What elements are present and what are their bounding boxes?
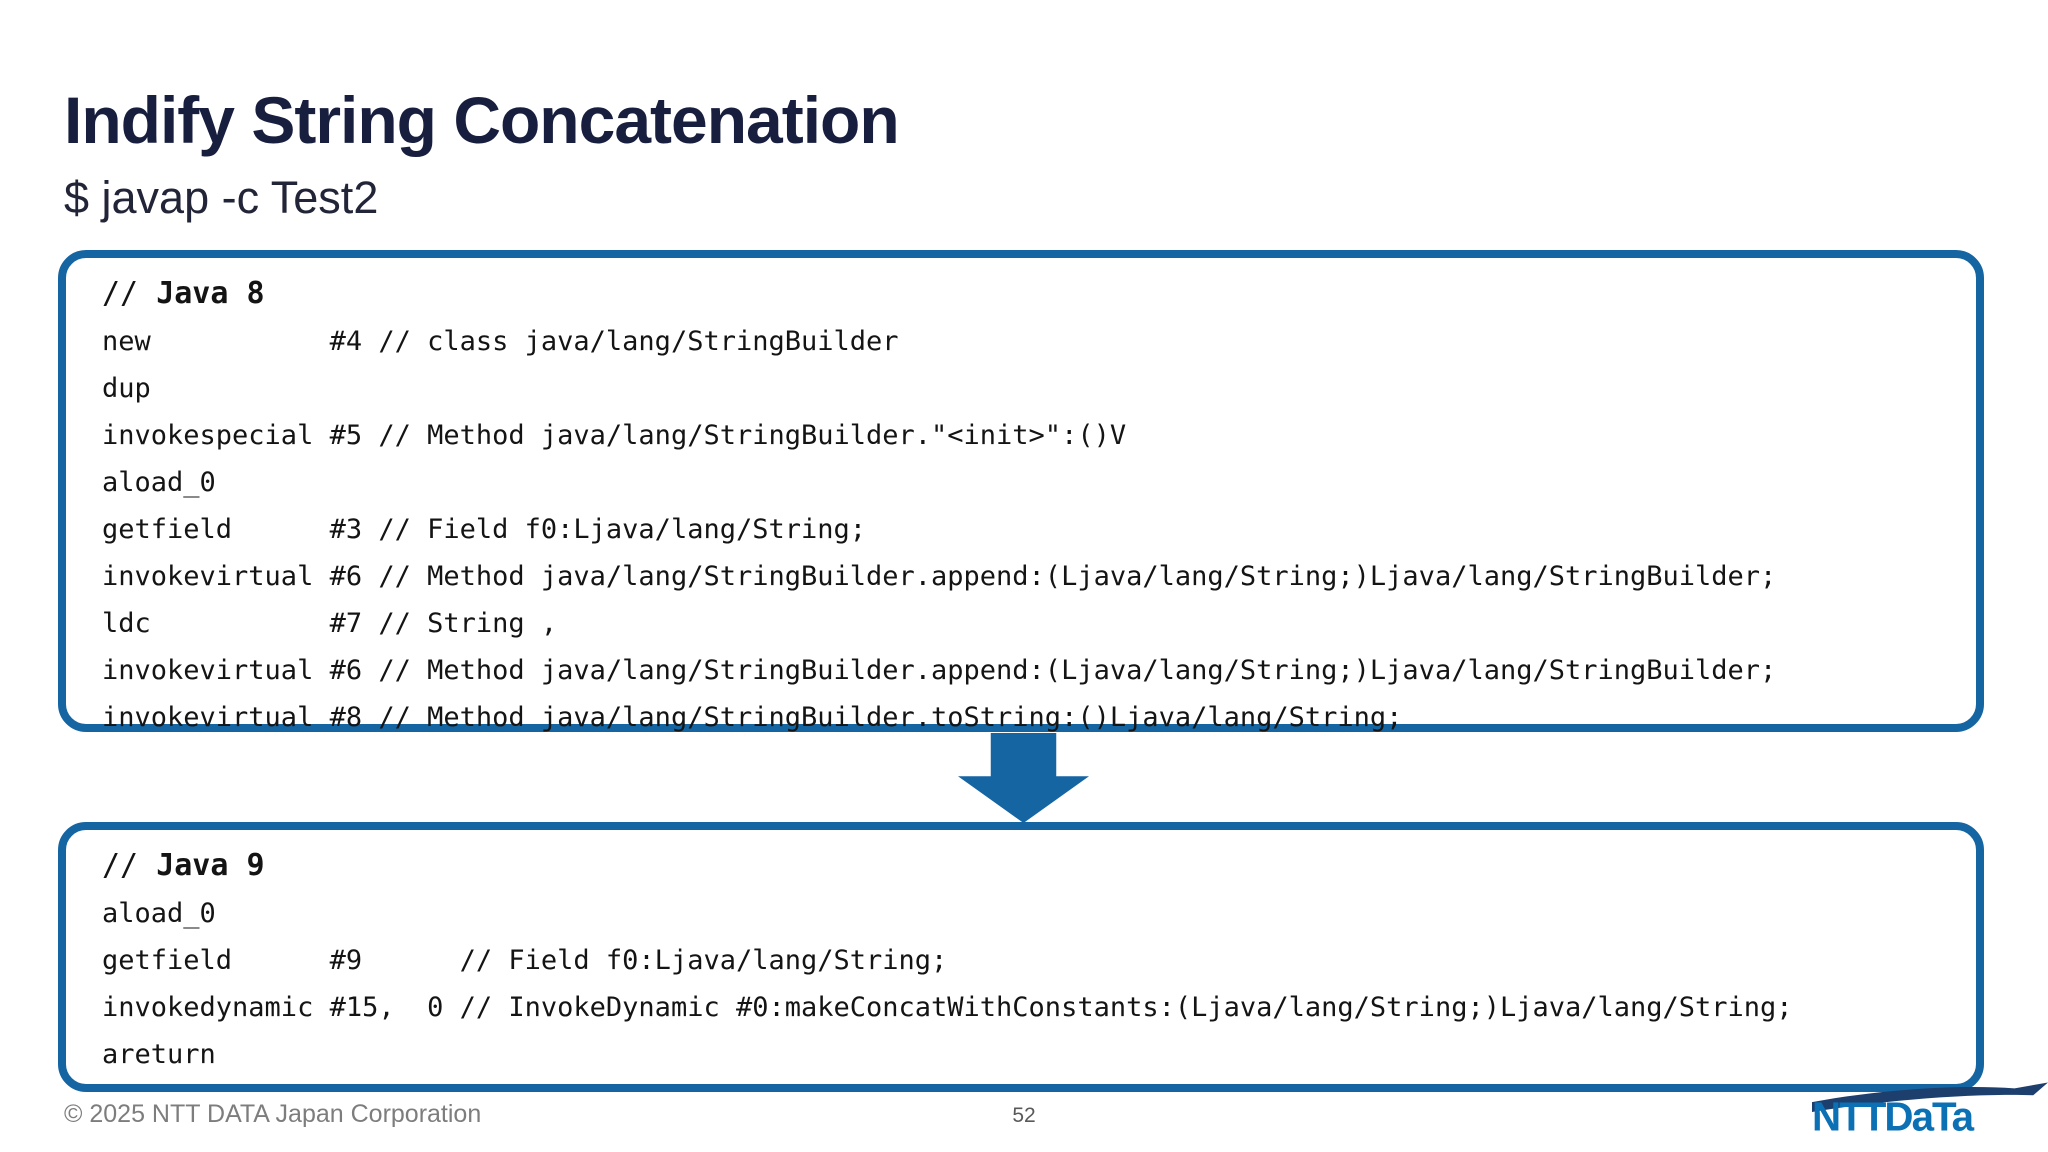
logo-wordmark: NTTDaTa: [1812, 1095, 1975, 1140]
java8-header: // Java 8: [102, 270, 1976, 318]
bytecode-line-invokevirtual-tostring: invokevirtual #8 // Method java/lang/Str…: [102, 702, 1403, 733]
bytecode-line-aload: aload_0: [102, 467, 216, 498]
bytecode-line-invokevirtual-append-2: invokevirtual #6 // Method java/lang/Str…: [102, 655, 1777, 686]
ntt-data-logo: NTTDaTa: [1812, 1082, 2048, 1140]
bytecode-line-ldc: ldc #7 // String ,: [102, 608, 558, 639]
bytecode-line-invokespecial: invokespecial #5 // Method java/lang/Str…: [102, 420, 1127, 451]
page-title: Indify String Concatenation: [64, 83, 900, 158]
down-arrow-icon: [958, 733, 1089, 823]
java9-header: // Java 9: [102, 842, 1976, 890]
bytecode-line-new: new #4 // class java/lang/StringBuilder: [102, 326, 899, 357]
comment-slashes: //: [102, 276, 157, 311]
java9-code-panel: // Java 9 aload_0 getfield #9 // Field f…: [58, 822, 1984, 1092]
java8-version-label: Java 8: [156, 276, 265, 311]
bytecode-line-dup: dup: [102, 373, 151, 404]
copyright-text: © 2025 NTT DATA Japan Corporation: [64, 1100, 482, 1128]
bytecode-line-getfield: getfield #3 // Field f0:Ljava/lang/Strin…: [102, 514, 867, 545]
java9-version-label: Java 9: [156, 848, 265, 883]
comment-slashes: //: [102, 848, 157, 883]
logo-swoosh-icon: [1812, 1082, 2048, 1112]
page-number: 52: [1012, 1104, 1036, 1127]
bytecode-line-invokevirtual-append-1: invokevirtual #6 // Method java/lang/Str…: [102, 561, 1777, 592]
bytecode-line-areturn: areturn: [102, 1039, 216, 1070]
bytecode-line-invokedynamic: invokedynamic #15, 0 // InvokeDynamic #0…: [102, 992, 1793, 1023]
bytecode-line-getfield: getfield #9 // Field f0:Ljava/lang/Strin…: [102, 945, 948, 976]
terminal-command: $ javap -c Test2: [64, 172, 379, 223]
java8-code-panel: // Java 8 new #4 // class java/lang/Stri…: [58, 250, 1984, 733]
bytecode-line-aload: aload_0: [102, 898, 216, 929]
